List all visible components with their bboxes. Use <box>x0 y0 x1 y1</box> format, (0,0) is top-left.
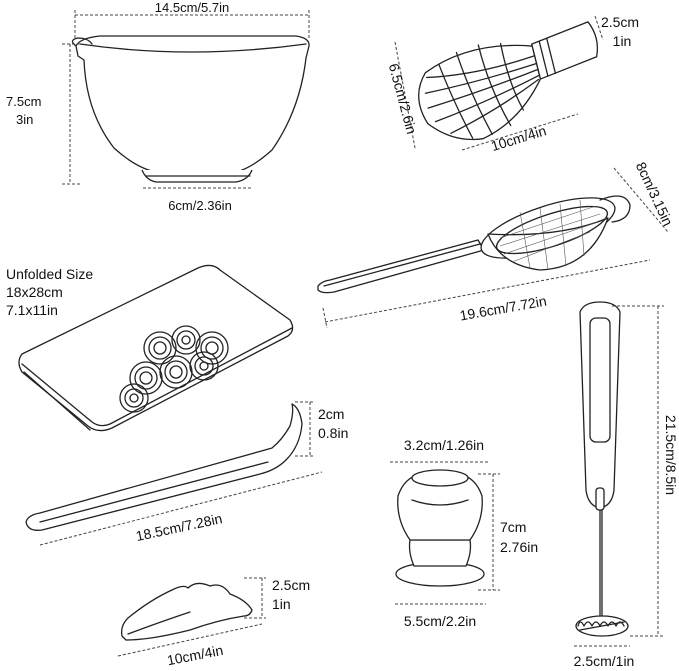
bowl-base-label: 6cm/2.36in <box>168 198 232 213</box>
bowl-width-label: 14.5cm/5.7in <box>155 0 229 15</box>
bowl-illustration <box>71 35 310 183</box>
strainer-length-line <box>324 259 651 323</box>
frother-height-label: 21.5cm/8.5in <box>663 415 679 495</box>
rest-length-line <box>117 623 263 657</box>
cloth-size-in-label: 7.1x11in <box>6 302 58 318</box>
holder-top-label: 3.2cm/1.26in <box>404 437 484 453</box>
cloth-illustration <box>18 264 294 432</box>
scoop-illustration <box>25 403 303 531</box>
whisk-height-label: 6.5cm/2.6in <box>386 62 420 136</box>
milk-frother-illustration <box>575 301 629 637</box>
holder-height-in-label: 2.76in <box>500 539 538 555</box>
scoop-length-label: 18.5cm/7.28in <box>134 510 223 544</box>
strainer-diameter-label: 8cm/3.15in <box>633 159 676 228</box>
strainer-illustration <box>317 195 631 294</box>
cloth-size-cm-label: 18x28cm <box>6 284 63 300</box>
scoop-height-in-label: 0.8in <box>318 425 348 441</box>
cloth-unfolded-label: Unfolded Size <box>6 266 93 282</box>
frother-width-label: 2.5cm/1in <box>574 653 635 669</box>
whisk-height-line <box>394 41 416 149</box>
scoop-height-cm-label: 2cm <box>318 406 344 422</box>
chasen-rest-illustration <box>120 582 253 641</box>
whisk-handle-cm-label: 2.5cm <box>601 14 639 30</box>
holder-height-cm-label: 7cm <box>500 519 526 535</box>
scoop-length-line <box>39 471 323 546</box>
whisk-holder-illustration <box>395 469 485 587</box>
rest-height-cm-label: 2.5cm <box>272 577 310 593</box>
rest-height-in-label: 1in <box>272 596 291 612</box>
whisk-illustration <box>418 21 599 141</box>
whisk-length-line <box>461 113 579 151</box>
cloth-wave-pattern <box>119 325 229 413</box>
strainer-length-label: 19.6cm/7.72in <box>458 293 547 324</box>
whisk-handle-line <box>594 15 604 41</box>
bowl-height-cm-label: 7.5cm <box>6 94 41 109</box>
holder-base-label: 5.5cm/2.2in <box>404 613 476 629</box>
strainer-diameter-line <box>613 167 669 233</box>
rest-length-label: 10cm/4in <box>166 642 225 669</box>
bowl-height-in-label: 3in <box>16 112 33 127</box>
whisk-handle-in-label: 1in <box>613 33 632 49</box>
